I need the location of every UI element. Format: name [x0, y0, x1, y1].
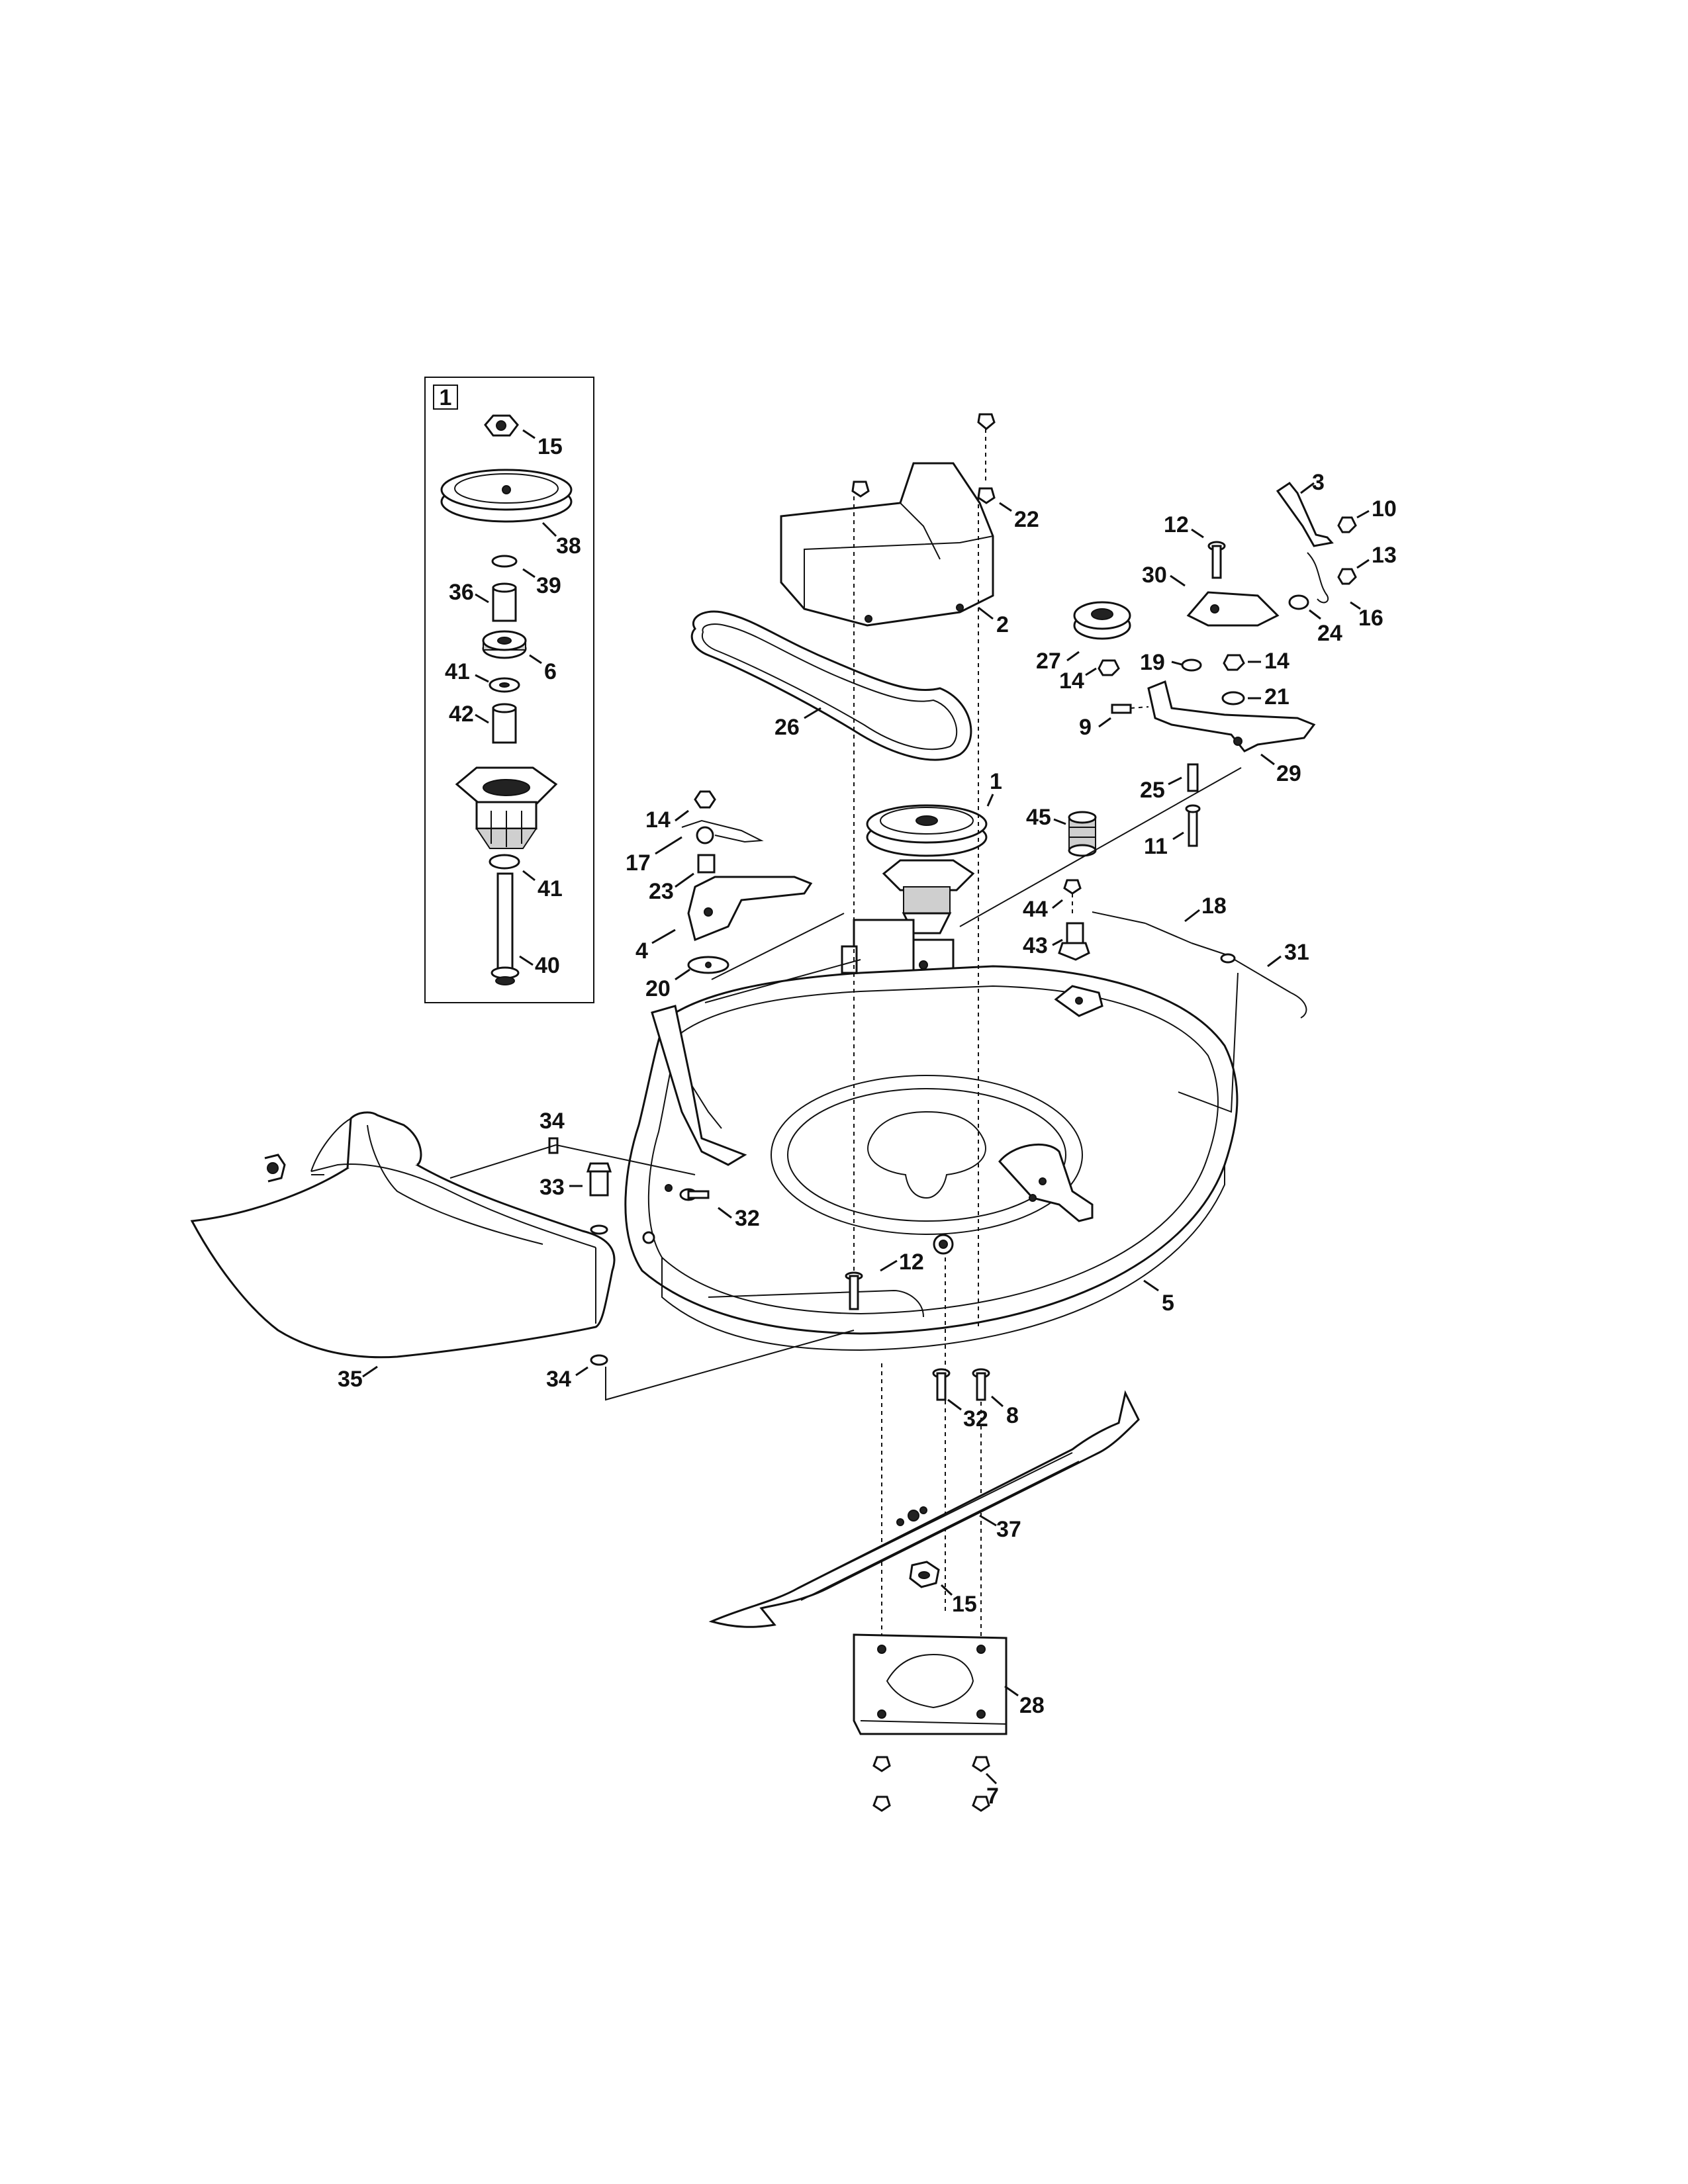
blade-nut-15 — [909, 1561, 940, 1588]
callout-12-top: 12 — [1164, 512, 1189, 537]
callout-17: 17 — [626, 850, 651, 876]
callout-36: 36 — [449, 580, 474, 605]
deck-bolt-12 — [845, 1271, 863, 1310]
belt-cover — [780, 462, 994, 627]
drive-belt — [690, 610, 972, 761]
spindle-housing — [455, 766, 558, 849]
callout-20: 20 — [645, 976, 671, 1001]
callout-37: 37 — [996, 1517, 1021, 1542]
callout-1: 1 — [990, 769, 1002, 794]
callout-4: 4 — [635, 938, 648, 964]
callout-42: 42 — [449, 702, 474, 727]
mower-blade — [708, 1390, 1140, 1628]
bolt-32-chute — [679, 1188, 710, 1201]
callout-41-upper: 41 — [445, 659, 470, 684]
right-idler-pulley — [1073, 601, 1131, 640]
callout-25: 25 — [1140, 778, 1165, 803]
callout-2: 2 — [996, 612, 1009, 637]
callout-44: 44 — [1023, 897, 1048, 922]
callout-14-right: 14 — [1264, 649, 1289, 674]
mounting-plate — [853, 1633, 1008, 1735]
callout-33: 33 — [539, 1175, 565, 1200]
callout-15-blade: 15 — [952, 1592, 977, 1617]
callout-41-lower: 41 — [538, 876, 563, 901]
callout-21: 21 — [1264, 684, 1289, 709]
cover-screws — [851, 413, 996, 504]
callout-40: 40 — [535, 953, 560, 978]
callout-34-upper: 34 — [539, 1109, 565, 1134]
bolt-32-under — [932, 1368, 951, 1401]
callout-8: 8 — [1006, 1403, 1019, 1428]
deck-bracket-right — [998, 1143, 1094, 1222]
callout-3: 3 — [1312, 470, 1325, 495]
callout-27: 27 — [1036, 649, 1061, 674]
callout-16: 16 — [1358, 606, 1383, 631]
callout-9: 9 — [1079, 715, 1092, 740]
callout-12-deck: 12 — [899, 1250, 924, 1275]
discharge-chute — [190, 1111, 616, 1359]
knob-33 — [586, 1162, 612, 1197]
callout-35: 35 — [338, 1367, 363, 1392]
bolt-9 — [1111, 704, 1149, 714]
inset-nut — [484, 414, 519, 437]
callout-18: 18 — [1201, 893, 1227, 919]
callout-34-lower: 34 — [546, 1367, 571, 1392]
left-idler-assembly — [681, 790, 813, 974]
callout-14-pulley: 14 — [1059, 668, 1084, 694]
callout-23: 23 — [649, 879, 674, 904]
callout-11: 11 — [1144, 834, 1168, 859]
callout-24: 24 — [1317, 621, 1342, 646]
bolt-8 — [972, 1368, 990, 1401]
callout-31: 31 — [1284, 940, 1309, 965]
bracket-30 — [1186, 591, 1280, 627]
mower-deck — [624, 965, 1239, 1351]
spindle-assembly-inset: 1 15 38 39 36 6 — [424, 377, 594, 1003]
inset-label: 1 — [440, 385, 452, 410]
callout-5: 5 — [1162, 1291, 1174, 1316]
callout-14-left: 14 — [645, 807, 671, 833]
spindle-shaft — [491, 872, 520, 985]
callout-29: 29 — [1276, 761, 1301, 786]
center-pulley-assembly — [866, 804, 988, 934]
spindle-pulley — [440, 469, 573, 523]
bolt-11 — [1185, 804, 1201, 847]
callout-39: 39 — [536, 573, 561, 598]
lever-3 — [1276, 481, 1334, 547]
callout-13: 13 — [1372, 543, 1397, 568]
callout-6: 6 — [544, 659, 557, 684]
callout-22: 22 — [1014, 507, 1039, 532]
callout-15-inset: 15 — [538, 434, 563, 459]
callout-26: 26 — [774, 715, 800, 740]
idler-arm — [1147, 680, 1316, 752]
hinge-pin-34-lower — [590, 1354, 608, 1366]
callout-32-chute: 32 — [735, 1206, 760, 1231]
callout-38: 38 — [556, 533, 581, 559]
callout-32-under: 32 — [963, 1406, 988, 1432]
fitting-43 — [1058, 922, 1090, 961]
callout-10: 10 — [1372, 496, 1397, 522]
callout-43: 43 — [1023, 933, 1048, 958]
callout-30: 30 — [1142, 563, 1167, 588]
plate-screws-7 — [872, 1756, 990, 1812]
cable-18 — [1092, 911, 1232, 957]
callout-19: 19 — [1140, 650, 1165, 675]
callout-7: 7 — [986, 1784, 999, 1809]
deck-bracket-left — [651, 1005, 747, 1166]
bolt-12-top — [1207, 541, 1226, 579]
spring-31 — [1220, 953, 1307, 1019]
callout-45: 45 — [1026, 805, 1051, 830]
screw-44 — [1063, 879, 1082, 913]
bushing-45 — [1068, 811, 1097, 857]
callout-28: 28 — [1019, 1693, 1045, 1718]
